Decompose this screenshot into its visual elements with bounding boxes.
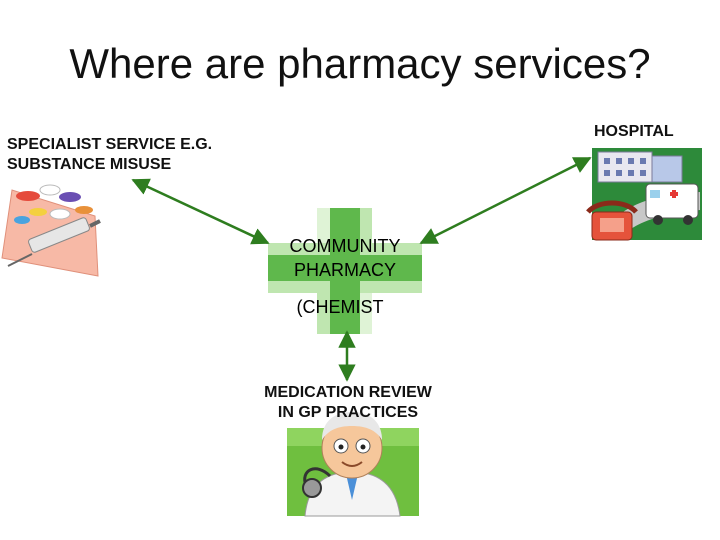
community-label-line2: PHARMACY [293, 260, 396, 280]
specialist-label-line1: SPECIALIST SERVICE E.G. [7, 136, 213, 153]
hospital-ambulance-icon [586, 148, 702, 241]
community-label-line1: COMMUNITY [289, 236, 401, 256]
medication-review-label: MEDICATION REVIEW IN GP PRACTICES [248, 383, 448, 423]
arrow-hospital [419, 156, 592, 245]
review-label-line2: IN GP PRACTICES [277, 404, 419, 421]
review-label-line1: MEDICATION REVIEW [264, 384, 432, 401]
pharmacy-cross-icon [268, 208, 422, 334]
hospital-label: HOSPITAL [594, 123, 674, 140]
specialist-service-label: SPECIALIST SERVICE E.G. SUBSTANCE MISUSE [7, 135, 212, 175]
specialist-label-line2: SUBSTANCE MISUSE [7, 156, 172, 173]
doctor-stethoscope-icon [287, 412, 419, 517]
slide-title: Where are pharmacy services? [69, 40, 651, 87]
arrow-specialist [131, 178, 270, 245]
pills-syringe-icon [1, 184, 101, 277]
community-pharmacy-label: COMMUNITY PHARMACY [270, 234, 420, 282]
chemist-label: (CHEMIST [296, 297, 384, 317]
